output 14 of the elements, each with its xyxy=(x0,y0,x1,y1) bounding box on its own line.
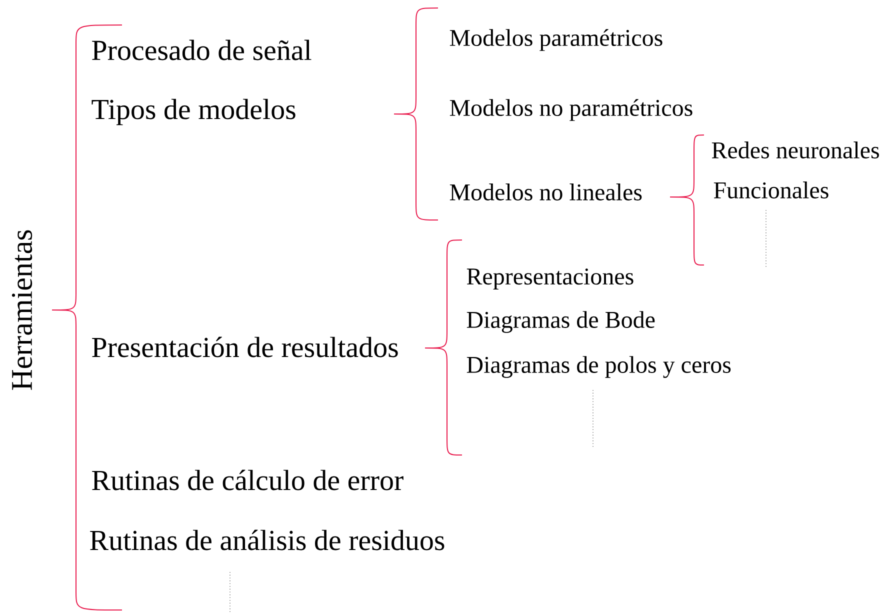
item-label: Redes neuronales xyxy=(712,142,879,158)
item-label: Representaciones xyxy=(466,268,634,290)
vertical-title: Herramientas xyxy=(12,230,32,390)
item-label: Tipos de modelos xyxy=(92,98,296,126)
item-label: Funcionales xyxy=(714,182,828,198)
item-label: Procesado de señal xyxy=(92,40,312,60)
item-label: Modelos no paramétricos xyxy=(450,99,692,121)
item-label: Modelos paramétricos xyxy=(450,29,662,51)
item-label: Diagramas de Bode xyxy=(466,311,655,333)
item-label: Modelos no lineales xyxy=(450,184,642,200)
item-label: Rutinas de cálculo de error xyxy=(92,470,404,490)
item-label: Presentación de resultados xyxy=(92,336,398,358)
item-label: Diagramas de polos y ceros xyxy=(466,356,731,378)
item-label: Rutinas de análisis de residuos xyxy=(90,530,444,550)
